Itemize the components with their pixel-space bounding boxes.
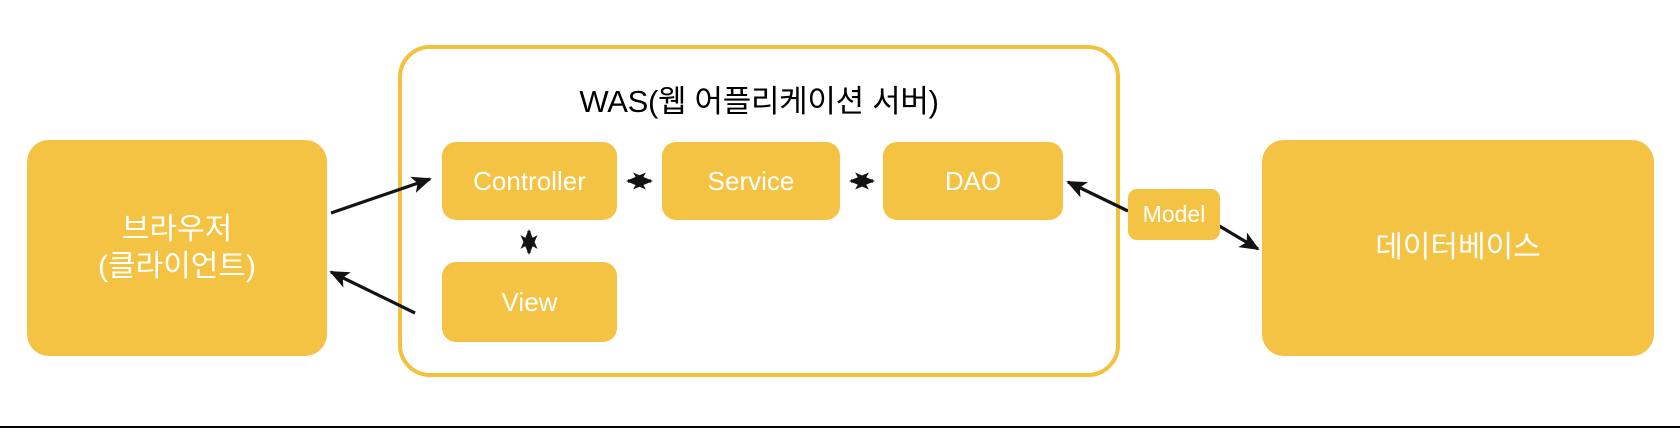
dao-node[interactable]: DAO	[883, 142, 1063, 220]
arrow-model-to-database	[1215, 222, 1260, 251]
browser-client-node[interactable]: 브라우저 (클라이언트)	[27, 140, 327, 356]
service-label: Service	[707, 165, 795, 196]
view-node[interactable]: View	[442, 262, 617, 342]
browser-client-label: 브라우저 (클라이언트)	[98, 211, 256, 286]
browser-client-label-line1: 브라우저	[121, 212, 233, 246]
browser-client-label-line2: (클라이언트)	[98, 250, 256, 283]
controller-label: Controller	[473, 165, 586, 196]
controller-node[interactable]: Controller	[442, 142, 617, 220]
database-label: 데이터베이스	[1375, 231, 1541, 265]
was-title: WAS(웹 어플리케이션 서버)	[579, 84, 939, 119]
model-node[interactable]: Model	[1128, 189, 1220, 240]
view-label: View	[501, 286, 558, 317]
service-node[interactable]: Service	[662, 142, 840, 220]
bottom-divider	[0, 426, 1680, 428]
dao-label: DAO	[944, 165, 1002, 196]
database-node[interactable]: 데이터베이스	[1262, 140, 1654, 356]
model-label: Model	[1142, 201, 1206, 228]
